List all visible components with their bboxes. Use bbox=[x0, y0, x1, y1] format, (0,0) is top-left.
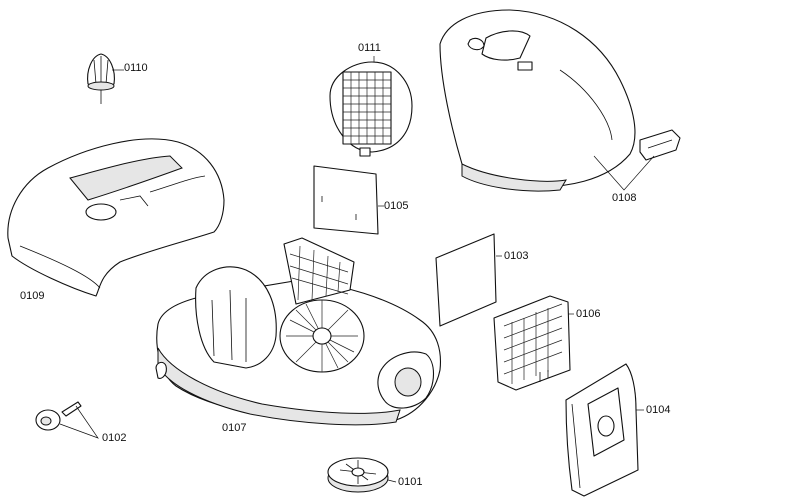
part-0110-bulb bbox=[87, 53, 115, 104]
part-0102-wheel-pin bbox=[35, 401, 82, 431]
part-0105-filter-pad bbox=[313, 165, 379, 235]
label-0104: 0104 bbox=[646, 404, 671, 416]
label-0109: 0109 bbox=[20, 290, 45, 302]
label-0107: 0107 bbox=[222, 422, 247, 434]
part-0111-round-filter bbox=[329, 61, 413, 157]
part-0108-clip bbox=[639, 129, 681, 161]
label-0108: 0108 bbox=[612, 192, 637, 204]
leader-0101 bbox=[387, 479, 397, 483]
label-0106: 0106 bbox=[576, 308, 601, 320]
label-0111: 0111 bbox=[358, 42, 381, 54]
part-0106-grid-frame bbox=[493, 295, 571, 391]
label-0101: 0101 bbox=[398, 476, 423, 488]
part-0108-cover-housing bbox=[439, 9, 636, 192]
part-0104-dust-bag bbox=[565, 363, 639, 497]
leader-0108 bbox=[593, 155, 655, 191]
label-0103: 0103 bbox=[504, 250, 529, 262]
label-0110: 0110 bbox=[124, 62, 148, 74]
part-0101-disc bbox=[327, 457, 389, 493]
part-0107-main-body bbox=[155, 237, 442, 426]
leader-lines bbox=[59, 56, 655, 483]
part-0103-filter-pad bbox=[435, 233, 497, 327]
part-0109-lid-shell bbox=[7, 138, 225, 297]
leader-0102 bbox=[59, 405, 99, 439]
label-0102: 0102 bbox=[102, 432, 127, 444]
label-0105: 0105 bbox=[384, 200, 409, 212]
